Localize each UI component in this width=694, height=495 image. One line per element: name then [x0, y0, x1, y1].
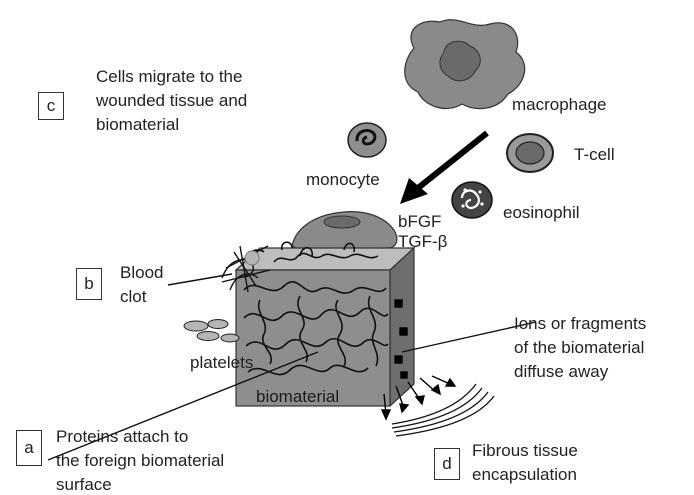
- t-cell: [507, 134, 553, 172]
- step-d-letter: d: [442, 454, 451, 473]
- factor-tgf-beta: TGF-β: [398, 231, 447, 252]
- step-c-box: c: [38, 92, 64, 120]
- step-c-letter: c: [47, 96, 56, 115]
- platelets-label: platelets: [190, 352, 253, 373]
- step-c-line-2: wounded tissue and: [96, 90, 247, 111]
- ions-line-2: of the biomaterial: [514, 337, 644, 358]
- monocyte-cell: [348, 123, 386, 157]
- fibrous-tissue-lines: [392, 384, 494, 436]
- adherent-cell: [292, 212, 397, 250]
- step-a-line-1: Proteins attach to: [56, 426, 188, 447]
- ions-line-3: diffuse away: [514, 361, 608, 382]
- step-a-box: a: [16, 430, 42, 466]
- step-b-letter: b: [84, 274, 93, 293]
- step-d-box: d: [434, 448, 460, 480]
- step-b-line-2: clot: [120, 286, 146, 307]
- step-a-line-3: surface: [56, 474, 112, 495]
- macrophage-cell: [405, 20, 525, 109]
- step-d-line-2: encapsulation: [472, 464, 577, 485]
- eosinophil-cell: [452, 182, 492, 218]
- step-b-line-1: Blood: [120, 262, 163, 283]
- monocyte-label: monocyte: [306, 169, 380, 190]
- step-a-letter: a: [24, 438, 33, 457]
- step-d-line-1: Fibrous tissue: [472, 440, 578, 461]
- eosinophil-label: eosinophil: [503, 202, 580, 223]
- step-a-line-2: the foreign biomaterial: [56, 450, 224, 471]
- step-b-box: b: [76, 268, 102, 300]
- step-c-line-1: Cells migrate to the: [96, 66, 242, 87]
- platelets-group: [184, 320, 239, 343]
- factor-bfgf: bFGF: [398, 211, 441, 232]
- step-c-line-3: biomaterial: [96, 114, 179, 135]
- ions-line-1: Ions or fragments: [514, 313, 646, 334]
- macrophage-label: macrophage: [512, 94, 607, 115]
- t-cell-label: T-cell: [574, 144, 615, 165]
- biomaterial-label: biomaterial: [256, 387, 339, 406]
